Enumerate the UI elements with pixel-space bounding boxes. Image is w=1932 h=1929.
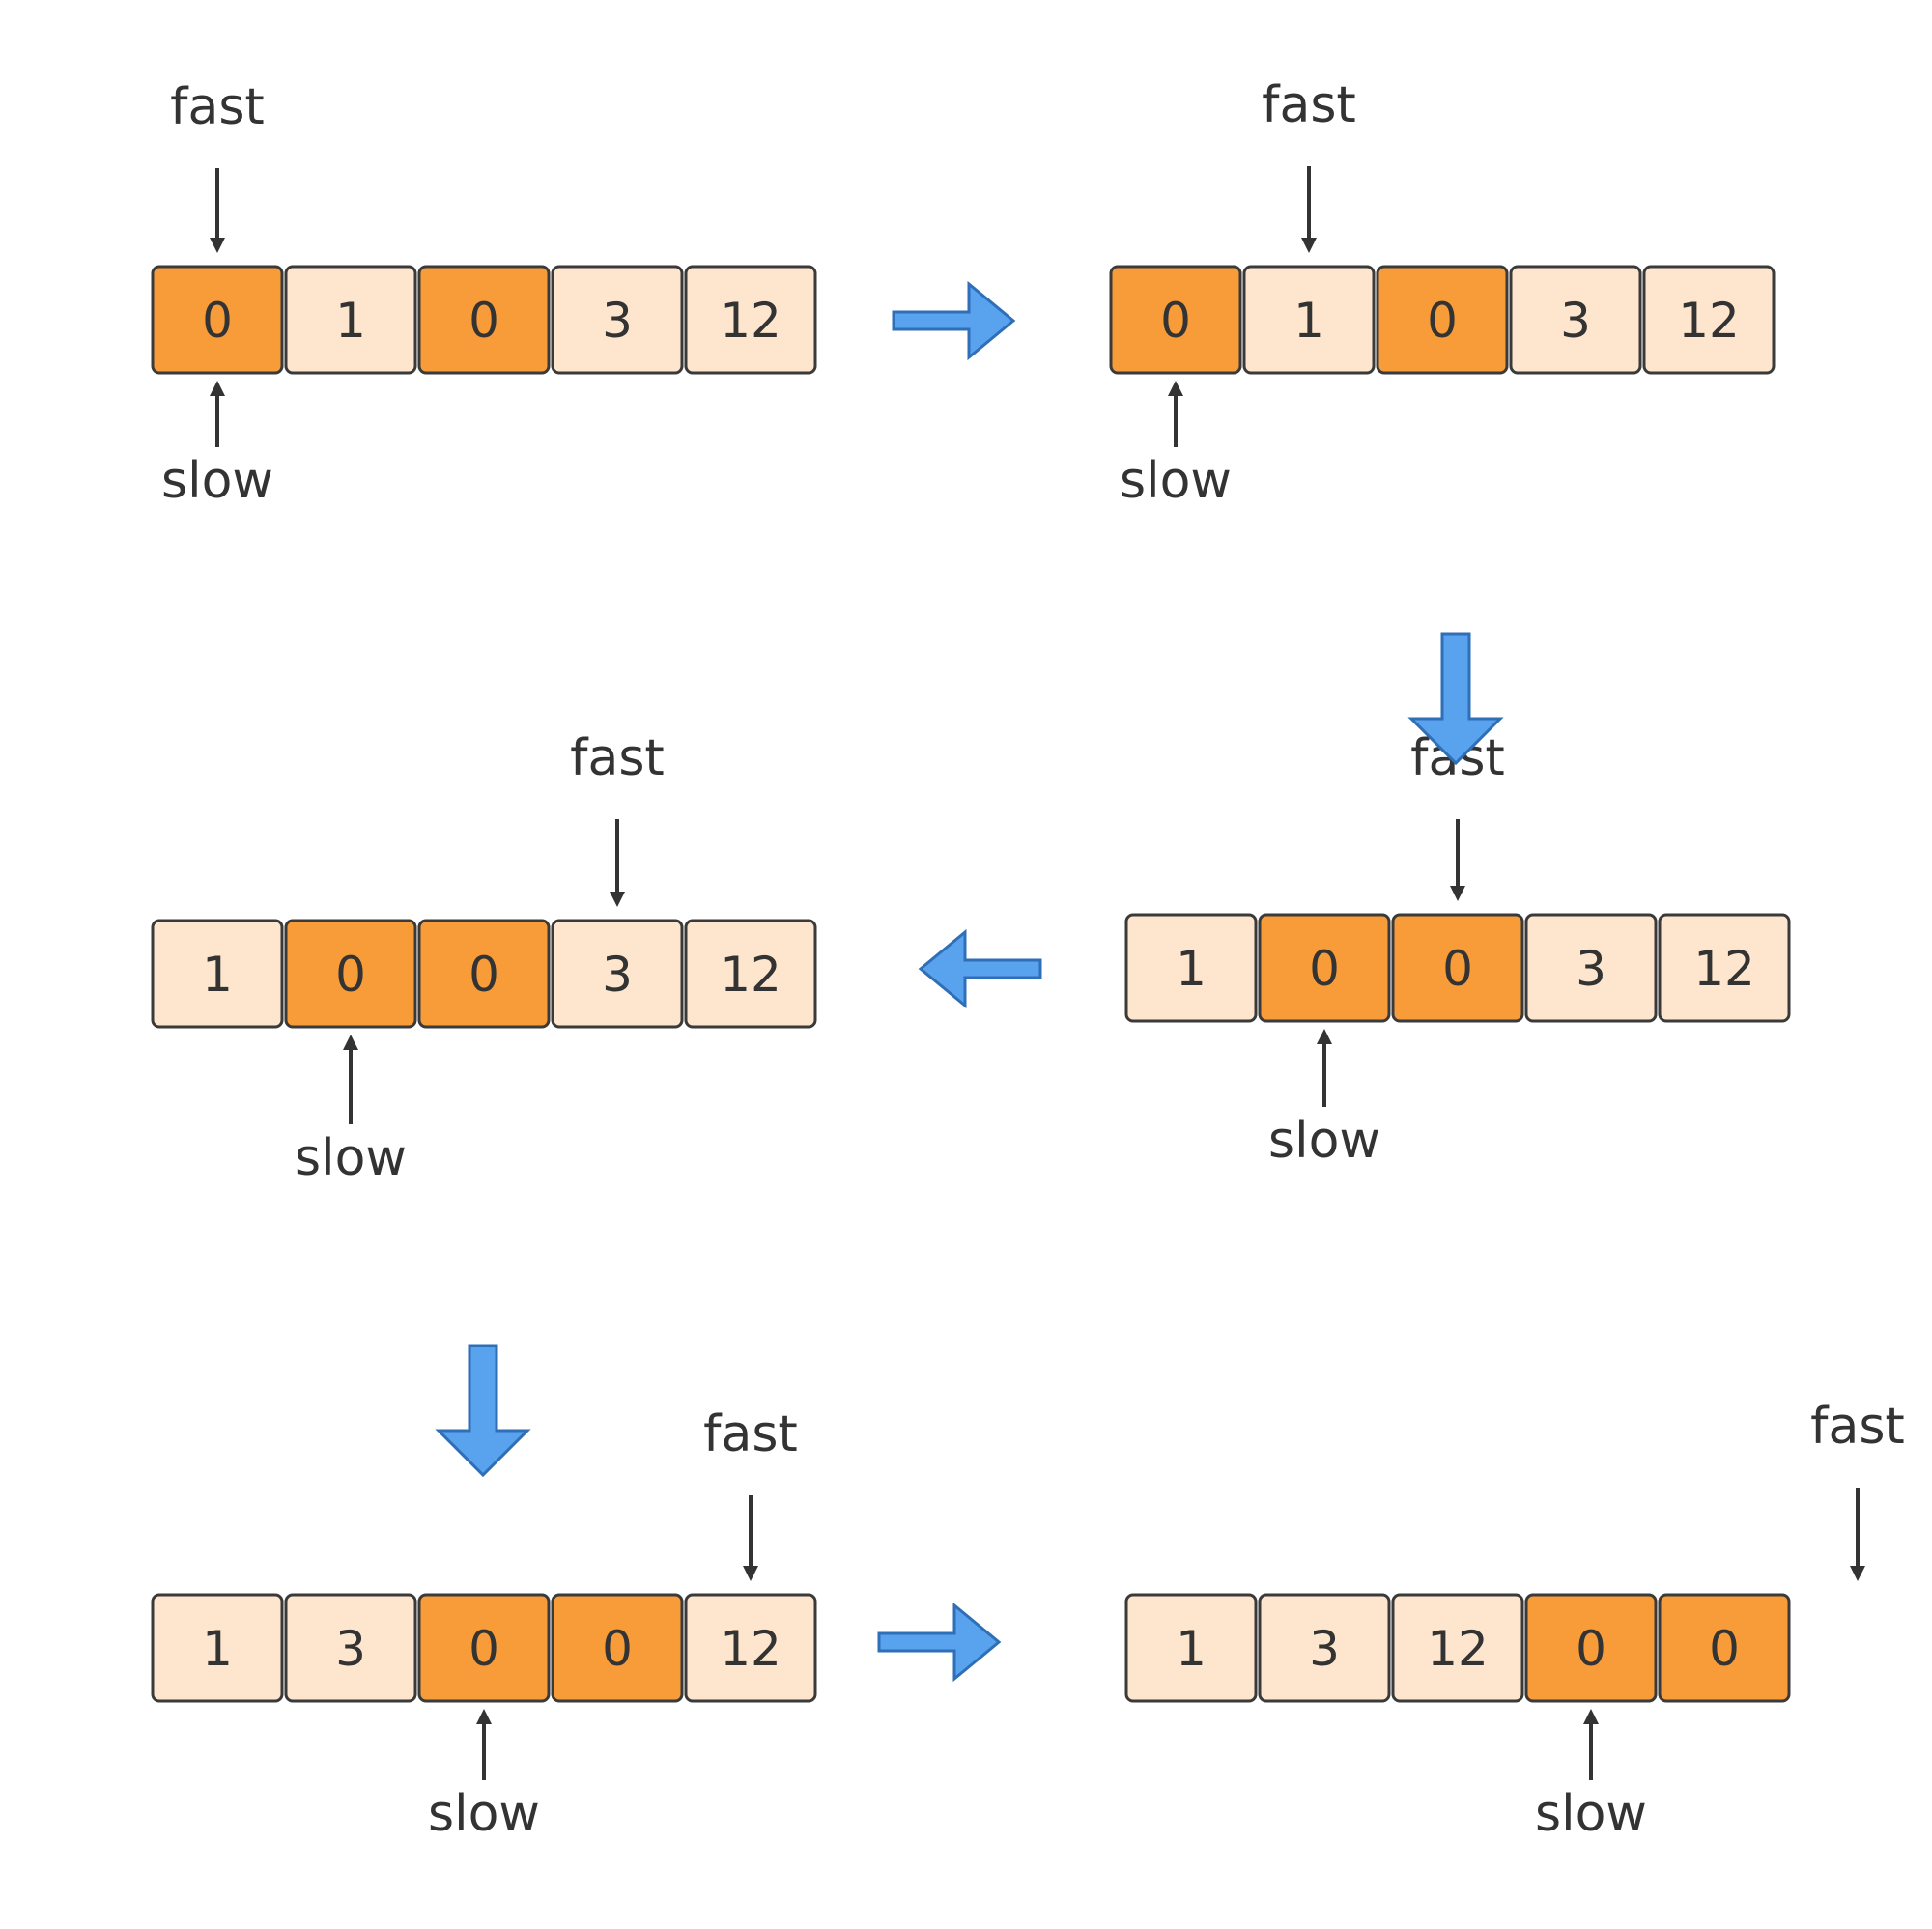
cell-value: 12 (720, 1621, 781, 1677)
cell-value: 3 (602, 947, 633, 1003)
cell-value: 0 (469, 1621, 499, 1677)
cell-value: 1 (202, 947, 233, 1003)
array-cell (551, 919, 684, 1029)
cell-value: 1 (335, 293, 366, 349)
cell-value: 3 (335, 1621, 366, 1677)
array-cell (1509, 265, 1642, 375)
cell-value: 0 (1442, 941, 1473, 997)
flow-arrow-left (918, 928, 1042, 1009)
cell-value: 0 (335, 947, 366, 1003)
slow-pointer-label: slow (1535, 1785, 1647, 1843)
array-cell (684, 1593, 817, 1703)
flow-arrows-layer (435, 280, 1504, 1683)
fast-pointer-label: fast (1262, 76, 1356, 134)
slow-pointer-label: slow (1120, 452, 1232, 510)
step-5: 1 3 0 0 12 fast slow (151, 1405, 817, 1843)
cell-value: 0 (469, 293, 499, 349)
flow-arrow-right (877, 1602, 1002, 1683)
cell-value: 3 (1576, 941, 1606, 997)
array-cell-zero (1109, 265, 1242, 375)
array-cell (684, 265, 817, 375)
array-cell (1258, 1593, 1391, 1703)
fast-pointer-label: fast (703, 1405, 798, 1463)
array-cell-zero (1258, 913, 1391, 1023)
array-cell (1124, 1593, 1258, 1703)
flow-arrow-down (1407, 632, 1504, 766)
array-cell-zero (284, 919, 417, 1029)
cell-value: 0 (469, 947, 499, 1003)
cell-value: 0 (602, 1621, 633, 1677)
cell-value: 0 (1427, 293, 1458, 349)
array-cell-zero (417, 265, 551, 375)
fast-pointer-label: fast (1810, 1398, 1905, 1456)
array-cell (151, 1593, 284, 1703)
array-cell-zero (1376, 265, 1509, 375)
array-cell-zero (151, 265, 284, 375)
array-cell-zero (417, 1593, 551, 1703)
cell-value: 0 (1709, 1621, 1740, 1677)
array-cell (284, 265, 417, 375)
cell-value: 0 (202, 293, 233, 349)
step-6: 1 3 12 0 0 fast slow (1124, 1398, 1905, 1843)
array-cell-zero (1524, 1593, 1658, 1703)
array-cell (284, 1593, 417, 1703)
slow-pointer-label: slow (161, 452, 273, 510)
cell-value: 12 (1678, 293, 1740, 349)
fast-pointer-label: fast (170, 78, 265, 136)
cell-value: 12 (720, 947, 781, 1003)
array-cell (1391, 1593, 1524, 1703)
step-4: 1 0 0 3 12 fast slow (151, 729, 817, 1187)
step-2: 0 1 0 3 12 fast slow (1109, 76, 1776, 510)
cell-value: 0 (1576, 1621, 1606, 1677)
array-cell-zero (1391, 913, 1524, 1023)
cell-value: 1 (1176, 941, 1207, 997)
array-cell (1242, 265, 1376, 375)
cell-value: 1 (1176, 1621, 1207, 1677)
array-cell (551, 265, 684, 375)
array-cell (684, 919, 817, 1029)
slow-pointer-label: slow (295, 1129, 407, 1187)
array-cell (1658, 913, 1791, 1023)
array-cell (1642, 265, 1776, 375)
array-cell (1124, 913, 1258, 1023)
flow-arrow-down (435, 1344, 531, 1478)
cell-value: 0 (1309, 941, 1340, 997)
cell-value: 3 (602, 293, 633, 349)
flow-arrow-right (892, 280, 1016, 361)
array-cell-zero (551, 1593, 684, 1703)
cell-value: 3 (1560, 293, 1591, 349)
cell-value: 0 (1160, 293, 1191, 349)
array-cell (151, 919, 284, 1029)
cell-value: 3 (1309, 1621, 1340, 1677)
cell-value: 1 (1293, 293, 1324, 349)
step-1: 0 1 0 3 12 fast slow (151, 78, 817, 510)
array-cell-zero (417, 919, 551, 1029)
cell-value: 12 (1427, 1621, 1489, 1677)
cell-value: 12 (1693, 941, 1755, 997)
slow-pointer-label: slow (1268, 1112, 1380, 1170)
cell-value: 12 (720, 293, 781, 349)
cell-value: 1 (202, 1621, 233, 1677)
steps-layer: 0 1 0 3 12 fast slow 0 1 0 3 12 fast slow 1 0 0 3 12 fast sl… (151, 76, 1905, 1843)
array-cell (1524, 913, 1658, 1023)
array-cell-zero (1658, 1593, 1791, 1703)
fast-pointer-label: fast (570, 729, 665, 787)
slow-pointer-label: slow (428, 1785, 540, 1843)
